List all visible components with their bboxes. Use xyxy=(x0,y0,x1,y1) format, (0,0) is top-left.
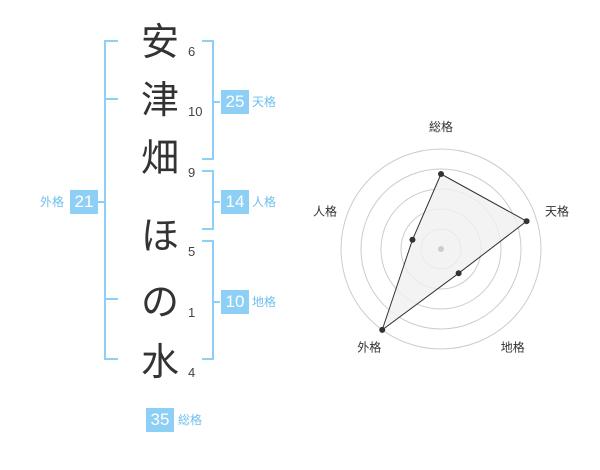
radar-point-2 xyxy=(523,218,530,225)
soukaku-score: 35 xyxy=(146,408,174,432)
radar-label-tenkaku: 天格 xyxy=(545,203,569,218)
name-char-1: 安 xyxy=(140,20,179,64)
radar-polygon xyxy=(381,173,528,332)
radar-point-3 xyxy=(455,270,462,277)
stroke-count-5: 1 xyxy=(188,305,196,320)
radar-ring-2 xyxy=(360,168,522,330)
radar-point-4 xyxy=(379,326,386,333)
radar-label-soukaku: 総格 xyxy=(429,119,453,134)
radar-label-jinkaku: 人格 xyxy=(313,203,337,218)
stroke-count-6: 4 xyxy=(188,365,196,380)
radar-point-5 xyxy=(409,236,416,243)
stroke-count-2: 10 xyxy=(188,104,203,119)
name-char-2: 津 xyxy=(140,78,179,122)
name-char-6: 水 xyxy=(140,340,179,384)
jinkaku-score: 14 xyxy=(221,190,249,214)
jinkaku-label: 人格 xyxy=(252,195,277,209)
radar-center-dot xyxy=(438,246,444,252)
radar-ring-1 xyxy=(340,148,542,350)
chikaku-label: 地格 xyxy=(252,295,277,309)
soukaku-label: 総格 xyxy=(178,413,203,427)
radar-points xyxy=(379,171,530,333)
gaikaku-score: 21 xyxy=(70,190,98,214)
radar-point-1 xyxy=(438,171,444,177)
radar-chart: 総格 天格 地格 外格 人格 xyxy=(313,119,569,355)
radar-label-gaikaku: 外格 xyxy=(357,340,381,355)
stroke-count-1: 6 xyxy=(188,44,196,59)
stroke-count-4: 5 xyxy=(188,244,196,259)
stroke-count-3: 9 xyxy=(188,165,196,180)
radar-label-chikaku: 地格 xyxy=(501,340,525,355)
name-char-5: の xyxy=(140,280,179,324)
name-char-4: ほ xyxy=(140,214,179,258)
name-char-3: 畑 xyxy=(140,136,179,180)
gaikaku-label: 外格 xyxy=(40,195,65,209)
chikaku-score: 10 xyxy=(221,290,249,314)
tenkaku-score: 25 xyxy=(221,90,249,114)
tenkaku-label: 天格 xyxy=(252,95,277,109)
